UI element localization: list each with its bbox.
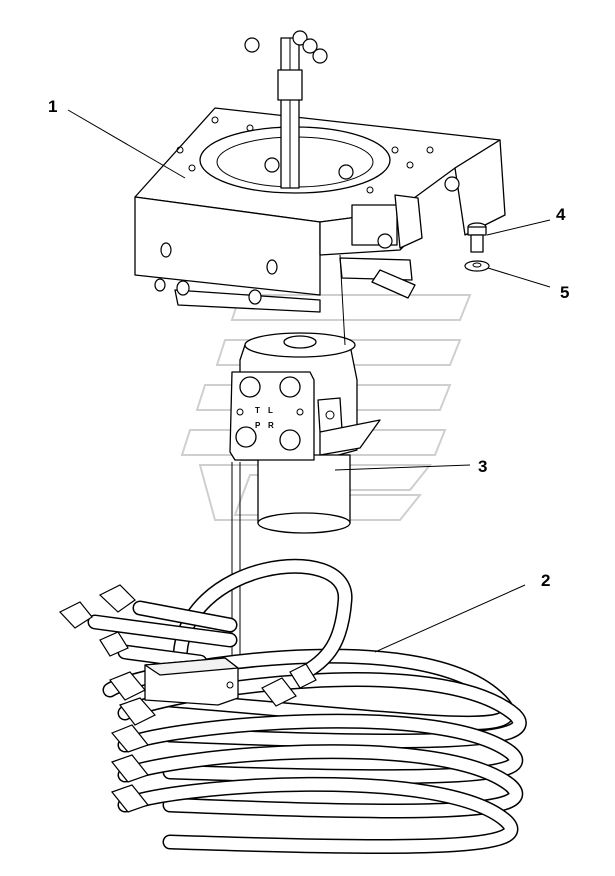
- port-label-p: P: [255, 421, 261, 430]
- washer-part-5: [464, 260, 490, 272]
- port-label-r: R: [268, 421, 274, 430]
- callouts: 1 2 3 4 5: [48, 97, 569, 653]
- callout-4: 4: [556, 205, 566, 224]
- steering-shaft: [244, 30, 328, 189]
- leader-line-5: [487, 267, 551, 288]
- hose-set: [59, 558, 527, 855]
- callout-3: 3: [478, 457, 487, 476]
- leader-line-3: [334, 464, 471, 471]
- callout-5: 5: [560, 283, 569, 302]
- port-label-t: T: [255, 406, 260, 415]
- leader-line-4: [486, 219, 551, 236]
- mounting-bracket: [134, 107, 506, 313]
- leader-line-1: [67, 109, 186, 179]
- callout-1: 1: [48, 97, 57, 116]
- leader-line-2: [374, 584, 526, 653]
- bolt-part-4: [467, 222, 487, 253]
- port-label-l: L: [268, 406, 273, 415]
- callout-2: 2: [541, 571, 550, 590]
- steering-valve: T L P R: [229, 332, 381, 534]
